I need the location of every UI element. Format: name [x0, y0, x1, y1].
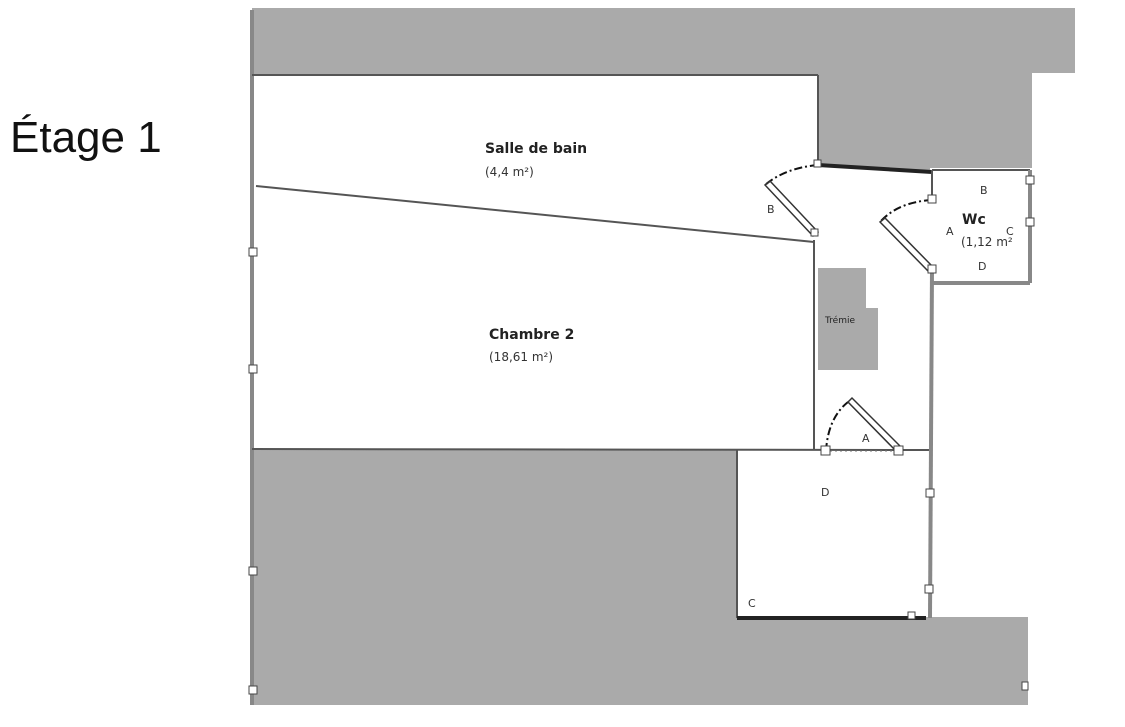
corridor-top-thick-wall — [817, 163, 933, 174]
bedroom-area: (18,61 m²) — [489, 350, 553, 364]
tremie-mass — [818, 268, 878, 370]
bathroom-door-swing — [764, 164, 819, 186]
bathroom-name: Salle de bain — [485, 141, 587, 157]
bathroom-bedroom-diagonal-wall — [255, 185, 815, 243]
wall-node — [813, 159, 822, 168]
bedroom-name: Chambre 2 — [489, 327, 574, 343]
landing-door-swing — [825, 401, 849, 452]
wc-label-c: C — [1006, 225, 1014, 238]
wall-node — [810, 228, 819, 237]
landing-label-a: A — [862, 432, 870, 445]
bedroom-bottom-wall — [251, 448, 931, 451]
wall-node — [893, 445, 904, 456]
wall-node — [1025, 175, 1035, 185]
wall-node — [248, 685, 258, 695]
floor-title: Étage 1 — [10, 113, 162, 162]
wall-node — [820, 445, 831, 456]
wall-node — [248, 364, 258, 374]
wall-node — [907, 611, 916, 620]
wall-node — [1021, 681, 1029, 691]
landing-door-leaf — [846, 396, 902, 453]
wc-door-swing — [879, 199, 933, 223]
wall-node — [925, 488, 935, 498]
bathroom-area: (4,4 m²) — [485, 165, 534, 179]
bottom-grey-mass — [252, 449, 1028, 705]
wc-name: Wc — [962, 212, 986, 228]
wall-node — [927, 194, 937, 204]
tremie-label: Trémie — [824, 315, 855, 326]
wc-label-d: D — [978, 260, 986, 273]
wall-node — [927, 264, 937, 274]
room-labels: Salle de bain (4,4 m²) Chambre 2 (18,61 … — [485, 141, 1013, 364]
wall-node — [924, 584, 934, 594]
top-grey-mass — [252, 8, 1075, 172]
wall-node — [248, 566, 258, 576]
corridor-right-wall — [928, 267, 934, 619]
bathroom-door-label: B — [767, 203, 775, 216]
landing-label-d: D — [821, 486, 829, 499]
wc-area: (1,12 m² — [961, 235, 1013, 249]
wc-door-leaf — [878, 216, 935, 273]
wall-node — [1025, 217, 1035, 227]
landing-label-c: C — [748, 597, 756, 610]
wc-label-b: B — [980, 184, 988, 197]
wall-letter-labels: B B A C D A D C — [748, 184, 1014, 610]
grey-masses — [252, 8, 1075, 705]
wc-label-a: A — [946, 225, 954, 238]
wall-node — [248, 247, 258, 257]
wall-nodes — [248, 159, 1035, 695]
